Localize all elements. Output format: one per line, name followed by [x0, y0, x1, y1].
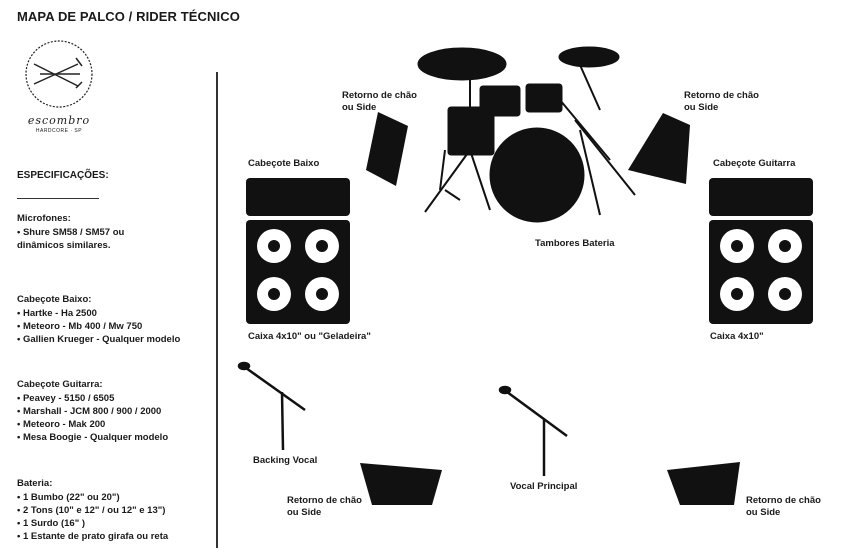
vertical-divider	[216, 72, 218, 548]
monitor-top-right-icon	[628, 113, 690, 184]
spec-item: Hartke - Ha 2500	[17, 307, 180, 320]
spec-section-title: Cabeçote Guitarra:	[17, 379, 103, 390]
spec-item: Meteoro - Mak 200	[17, 418, 168, 431]
specs-divider	[17, 198, 99, 199]
label-monitor-bottom-right: Retorno de chão ou Side	[746, 495, 821, 518]
spec-item: Meteoro - Mb 400 / Mw 750	[17, 320, 180, 333]
spec-section: Bateria: 1 Bumbo (22" ou 20")2 Tons (10" …	[17, 477, 168, 543]
label-guitar-cab: Caixa 4x10"	[710, 331, 764, 342]
bass-amp-icon	[246, 178, 350, 324]
monitor-bottom-right-icon	[667, 462, 740, 505]
spec-item: 2 Tons (10" e 12" / ou 12" e 13")	[17, 504, 168, 517]
spec-item: 1 Estante de prato girafa ou reta	[17, 530, 168, 543]
spec-item: Marshall - JCM 800 / 900 / 2000	[17, 405, 168, 418]
spec-section: Cabeçote Guitarra: Peavey - 5150 / 6505Ma…	[17, 378, 168, 444]
specs-heading: ESPECIFICAÇÕES:	[17, 170, 109, 181]
spec-item: dinâmicos similares.	[17, 240, 111, 251]
spec-section: Cabeçote Baixo: Hartke - Ha 2500Meteoro -…	[17, 293, 180, 346]
spec-section-title: Microfones:	[17, 213, 71, 224]
page-title: MAPA DE PALCO / RIDER TÉCNICO	[17, 9, 240, 24]
spec-item: Peavey - 5150 / 6505	[17, 392, 168, 405]
label-lead-vocal: Vocal Principal	[510, 481, 578, 492]
spec-section-title: Cabeçote Baixo:	[17, 294, 92, 305]
spec-item: Gallien Krueger - Qualquer modelo	[17, 333, 180, 346]
band-logo-icon	[25, 40, 93, 108]
spec-section: Microfones: Shure SM58 / SM57 oudinâmicos…	[17, 212, 124, 252]
spec-item: 1 Surdo (16" )	[17, 517, 168, 530]
drum-kit-icon	[417, 46, 636, 223]
guitar-amp-icon	[709, 178, 813, 324]
backing-vocal-mic-icon	[237, 361, 306, 451]
label-drums: Tambores Bateria	[535, 238, 615, 249]
monitor-bottom-left-icon	[360, 463, 442, 505]
label-backing-vocal: Backing Vocal	[253, 455, 318, 466]
monitor-top-left-icon	[366, 112, 408, 186]
label-monitor-bottom-left: Retorno de chão ou Side	[287, 495, 362, 518]
spec-section-title: Bateria:	[17, 478, 53, 489]
spec-item: 1 Bumbo (22" ou 20")	[17, 491, 168, 504]
spec-item: Mesa Boogie - Qualquer modelo	[17, 431, 168, 444]
label-monitor-top-left: Retorno de chão ou Side	[342, 90, 417, 113]
lead-vocal-mic-icon	[498, 385, 568, 476]
logo-subtitle: HARDCORE · SP	[35, 128, 83, 134]
logo-wordmark: escombro	[27, 114, 91, 127]
label-guitar-head: Cabeçote Guitarra	[713, 158, 796, 169]
label-bass-cab: Caixa 4x10" ou "Geladeira"	[248, 331, 371, 342]
label-bass-head: Cabeçote Baixo	[248, 158, 320, 169]
spec-item: Shure SM58 / SM57 ou	[17, 226, 124, 239]
label-monitor-top-right: Retorno de chão ou Side	[684, 90, 759, 113]
